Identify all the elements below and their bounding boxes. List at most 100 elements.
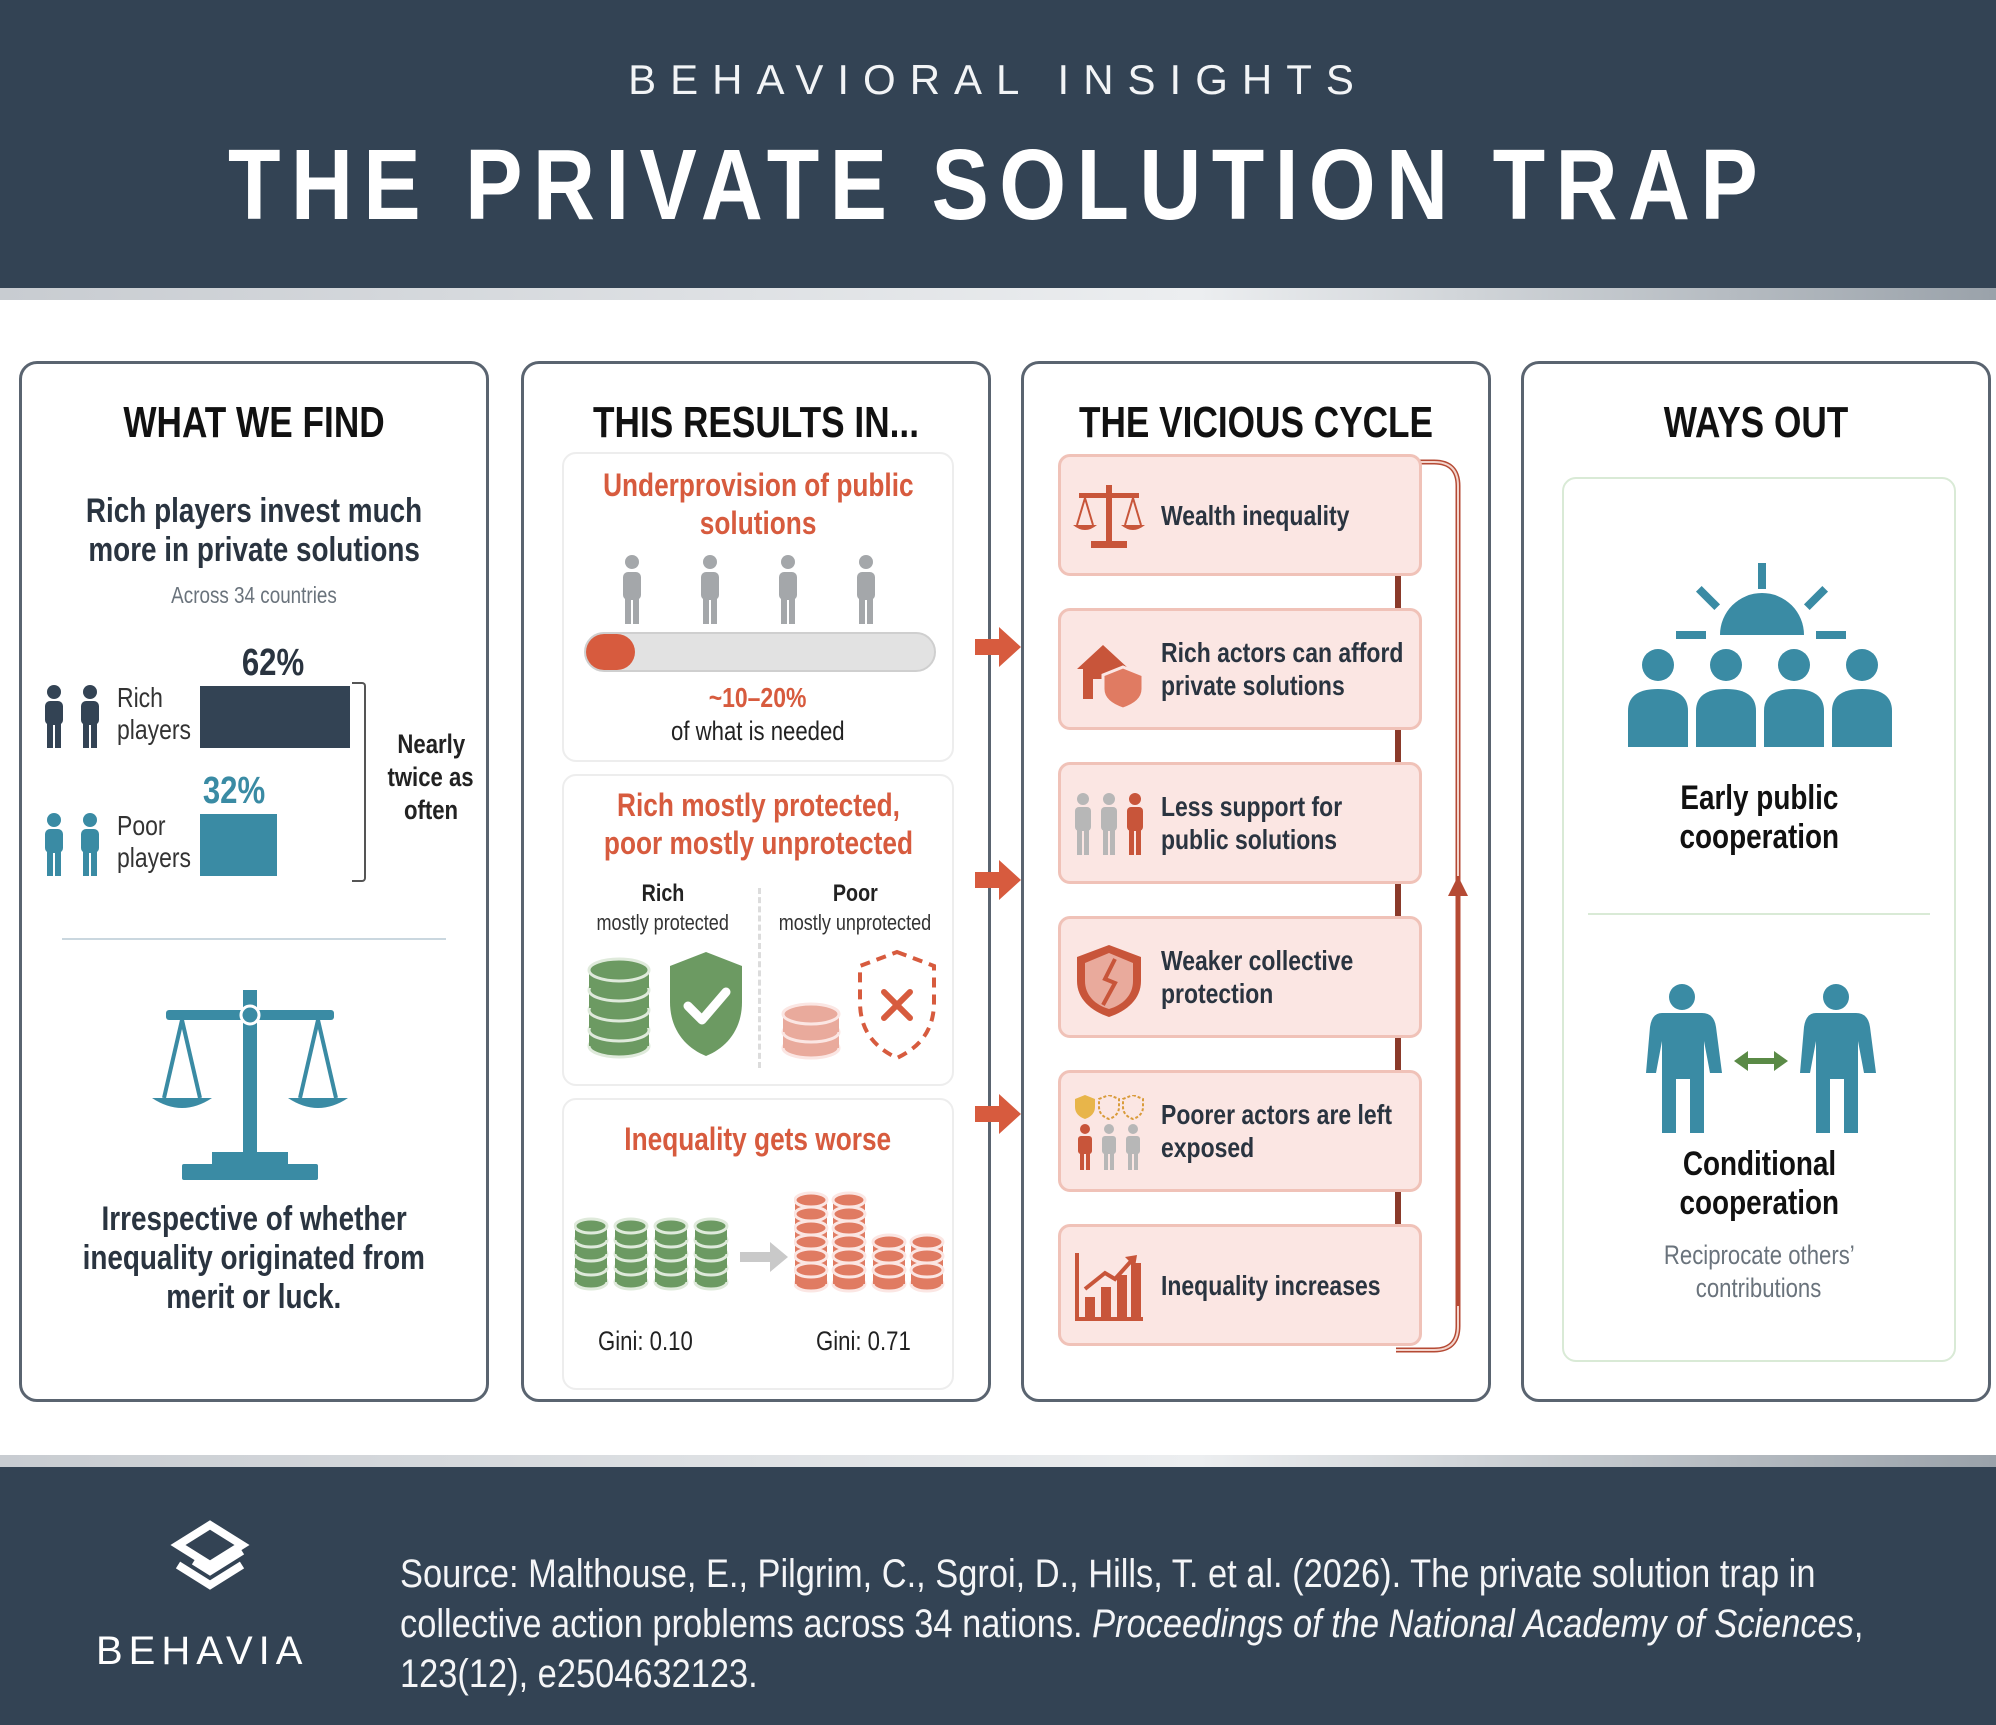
shield-check-icon (670, 952, 742, 1056)
cycle-step-label: Wealth inequality (1161, 457, 1391, 573)
way2-sub-line1: Reciprocate others’ (1663, 1240, 1855, 1270)
card-title: Underprovision of public solutions (564, 466, 952, 542)
poor-bar (200, 814, 277, 876)
poor-percent: 32% (196, 770, 272, 813)
header: BEHAVIORAL INSIGHTS THE PRIVATE SOLUTION… (0, 0, 1996, 288)
comparison-line1: Nearly (397, 729, 465, 759)
coin-stack-small-icon (781, 1002, 841, 1060)
header-kicker: BEHAVIORAL INSIGHTS (628, 56, 1368, 103)
cycle-step-line2: exposed (1161, 1132, 1255, 1163)
grey-people-icon (623, 555, 875, 624)
cycle-step-line1: Poorer actors are left (1161, 1099, 1392, 1130)
card1-title-line1: Underprovision of public (602, 467, 914, 503)
arrow-right-icon (975, 1094, 1021, 1134)
rich-percent-text: 62% (241, 642, 305, 684)
way-conditional-cooperation: Conditional cooperation (1564, 1145, 1954, 1223)
comparison-line3: often (403, 795, 459, 825)
cycle-step: Wealth inequality (1058, 454, 1422, 576)
cycle-step-line1: Wealth inequality (1161, 499, 1350, 531)
panel-results: THIS RESULTS IN... Underprovision of pub… (521, 361, 991, 1402)
equal-coin-stacks-icon (574, 1217, 729, 1291)
reciprocal-people-icon (1646, 984, 1876, 1133)
cycle-step-line2: protection (1161, 978, 1274, 1009)
way2-sub-line2: contributions (1696, 1273, 1822, 1303)
rich-label-line2: players (117, 714, 192, 745)
gini-before: Gini: 0.10 (598, 1326, 714, 1357)
card3-title-text: Inequality gets worse (624, 1121, 892, 1157)
rich-label-line1: Rich (117, 682, 163, 713)
divider (1588, 913, 1930, 915)
provision-range: ~10–20% (564, 682, 952, 714)
cracked-shield-icon (1071, 941, 1147, 1017)
house-shield-icon (1071, 633, 1147, 711)
rich-column-sub-text: mostly protected (596, 910, 730, 935)
gini-after-text: Gini: 0.71 (816, 1326, 911, 1356)
rich-column-sub: mostly protected (568, 910, 758, 936)
poor-label-line2: players (117, 842, 192, 873)
card-underprovision: Underprovision of public solutions ~10–2… (562, 452, 954, 762)
rich-percent: 62% (235, 642, 311, 685)
scale-icon (152, 990, 348, 1180)
panel-title: WAYS OUT (1663, 398, 1849, 447)
panel-title: WHAT WE FIND (123, 398, 385, 447)
column-divider (758, 888, 761, 1068)
poor-players-label: Poor players (117, 810, 207, 874)
cycle-step-line2: public solutions (1161, 824, 1338, 855)
arrow-right-icon (740, 1242, 788, 1272)
unequal-coin-stacks-icon (794, 1191, 945, 1293)
footer: BEHAVIA Source: Malthouse, E., Pilgrim, … (0, 1467, 1996, 1725)
cycle-step-text: Inequality increases (1161, 1269, 1381, 1302)
gini-before-text: Gini: 0.10 (598, 1326, 693, 1356)
behavia-logo-icon (170, 1520, 250, 1590)
poor-column-head-text: Poor (832, 880, 878, 907)
finding-subtitle: Across 34 countries (22, 582, 486, 609)
source-tail: , 123(12), e2504632123. (400, 1602, 1864, 1696)
brand-name: BEHAVIA (96, 1629, 309, 1673)
way1-line2: cooperation (1679, 818, 1839, 856)
way-conditional-description: Reciprocate others’ contributions (1564, 1239, 1954, 1305)
comparison-line2: twice as (387, 762, 475, 792)
poor-column-head: Poor (760, 880, 950, 908)
poor-column-sub: mostly unprotected (760, 910, 950, 936)
card2-title-line1: Rich mostly protected, (616, 787, 900, 823)
card-title: Inequality gets worse (564, 1120, 952, 1158)
way2-line1: Conditional (1682, 1145, 1836, 1183)
finding-headline-line2: more in private solutions (88, 531, 420, 569)
panel-what-we-find: WHAT WE FIND Rich players invest much mo… (19, 361, 489, 1402)
card-inequality: Inequality gets worse Gini: 0.10 Gini: 0… (562, 1098, 954, 1390)
comparison-label: Nearly twice as often (376, 728, 486, 827)
footnote-line2: inequality originated from (82, 1239, 426, 1277)
divider (62, 938, 446, 940)
arrow-right-icon (975, 627, 1021, 667)
coin-stack-green-icon (587, 957, 651, 1059)
poor-percent-text: 32% (202, 770, 266, 812)
exposed-people-icon (1071, 1093, 1147, 1171)
people-icon (1071, 787, 1147, 863)
panel-ways-out: WAYS OUT Early public cooperation (1521, 361, 1991, 1402)
cycle-step-line1: Inequality increases (1161, 1269, 1381, 1301)
cycle-step-line1: Weaker collective (1161, 945, 1354, 976)
rich-players-label: Rich players (117, 682, 207, 746)
sunrise-community-icon (1628, 563, 1892, 747)
cycle-step: Inequality increases (1058, 1224, 1422, 1346)
cycle-step-line1: Less support for (1161, 791, 1343, 822)
provision-progress-bar (584, 632, 936, 672)
way-early-cooperation: Early public cooperation (1564, 779, 1954, 857)
card1-title-line2: solutions (699, 505, 817, 541)
rich-players-icon (45, 685, 99, 748)
ways-box: Early public cooperation Conditional coo… (1562, 477, 1956, 1362)
scale-icon (1071, 479, 1147, 555)
rich-column-head: Rich (568, 880, 758, 908)
